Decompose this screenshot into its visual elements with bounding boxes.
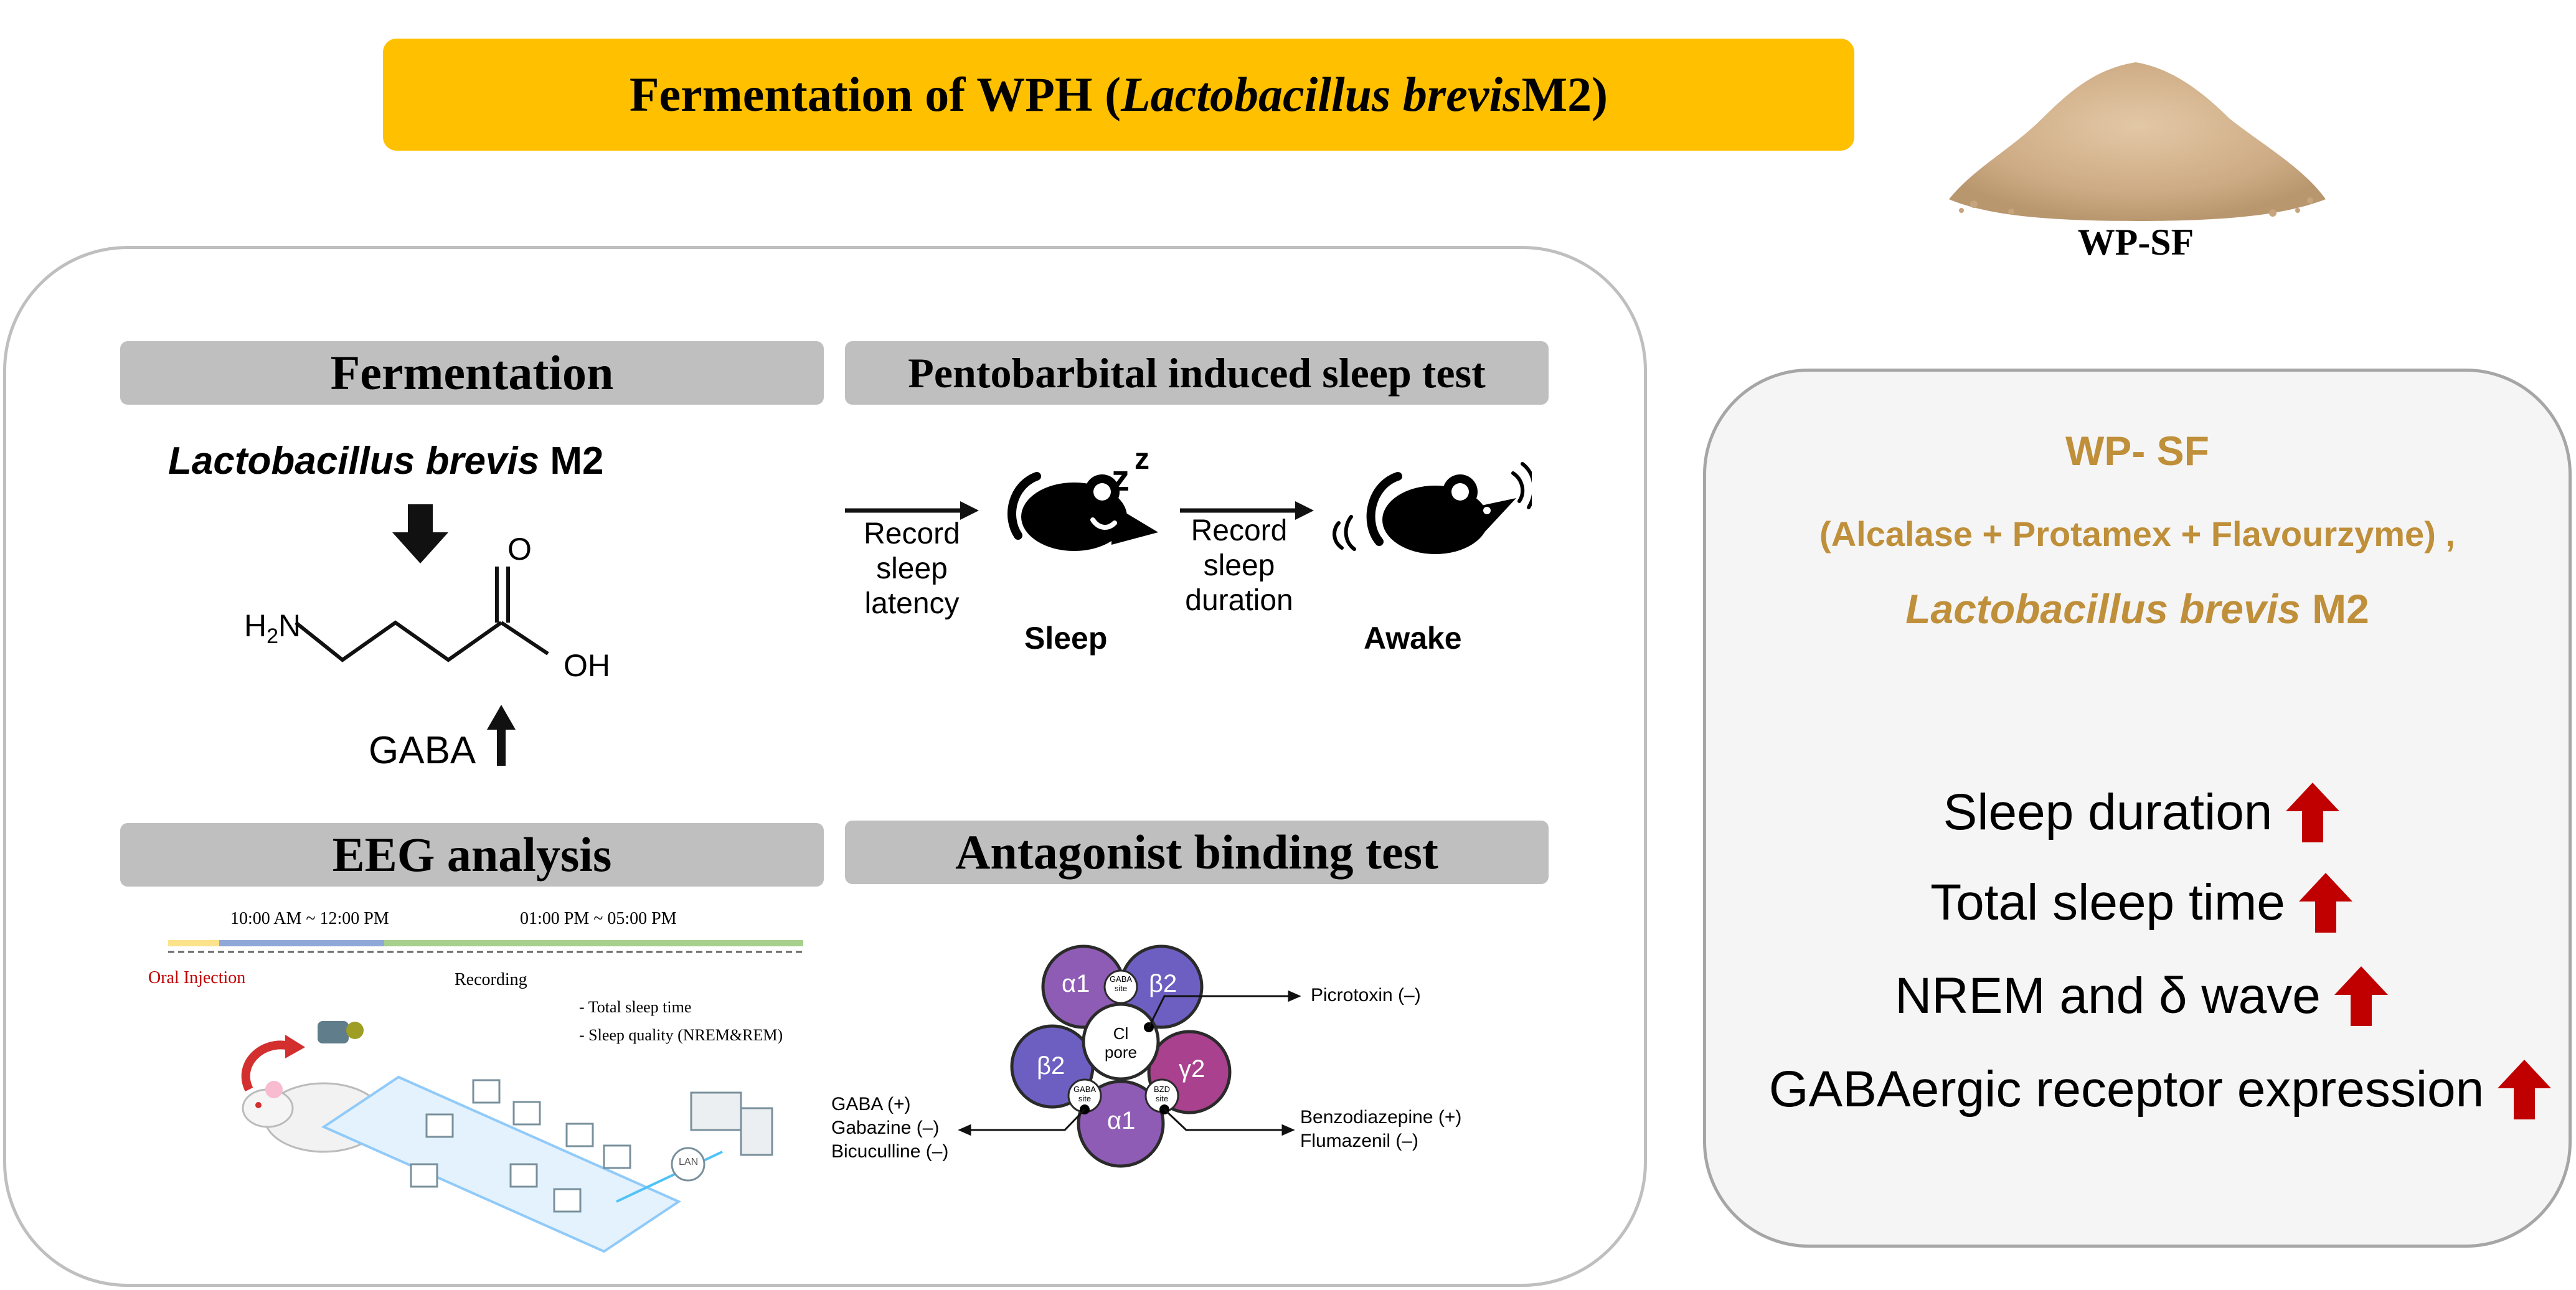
- powder-image: [1949, 62, 2326, 221]
- zzz-1: z: [1111, 458, 1130, 499]
- methods-panel: [3, 246, 1647, 1287]
- subunit-beta2-left: β2: [1037, 1052, 1065, 1080]
- gaba-site-top-l2: site: [1114, 984, 1128, 993]
- increase-arrow-icon: [2498, 1060, 2552, 1119]
- chloride-pore-l1: Cl: [1113, 1024, 1129, 1043]
- effect-nrem-delta-text: NREM and δ wave: [1895, 968, 2321, 1024]
- oral-injection-label: Oral Injection: [148, 968, 246, 987]
- bzd-ligand-2: Flumazenil (–): [1300, 1131, 1419, 1151]
- eeg-timeline: [168, 940, 803, 953]
- picrotoxin-label: Picrotoxin (–): [1311, 985, 1421, 1005]
- chloride-pore: Cl pore: [1102, 1024, 1139, 1062]
- gaba-label: GABA: [369, 729, 476, 772]
- fermentation-organism: Lactobacillus brevis M2: [168, 439, 603, 483]
- subunit-beta2-top: β2: [1149, 970, 1177, 997]
- summary-panel: [1703, 369, 2572, 1248]
- arrow-right-icon: [845, 501, 979, 520]
- summary-organism-italic: Lactobacillus brevis: [1905, 586, 2301, 632]
- eeg-heading: EEG analysis: [120, 823, 824, 887]
- hydroxyl-label: OH: [564, 648, 610, 683]
- bzd-ligand-1: Benzodiazepine (+): [1300, 1107, 1462, 1128]
- gaba-molecule: [295, 567, 549, 662]
- effect-total-sleep-time-text: Total sleep time: [1930, 874, 2285, 931]
- eeg-time-2: 01:00 PM ~ 05:00 PM: [520, 909, 677, 928]
- gaba-ligand-2: Gabazine (–): [831, 1118, 940, 1138]
- subunit-alpha1-bottom: α1: [1107, 1107, 1136, 1134]
- awake-label: Awake: [1364, 621, 1462, 656]
- chloride-pore-l2: pore: [1104, 1043, 1138, 1062]
- bzd-site-l1: BZD: [1154, 1085, 1170, 1094]
- bzd-site: BZD site: [1149, 1085, 1174, 1103]
- lan-label: LAN: [679, 1157, 699, 1167]
- increase-arrow-icon: [2334, 966, 2388, 1026]
- gaba-ligand-3: Bicuculline (–): [831, 1141, 949, 1162]
- title-organism: Lactobacillus brevis: [1121, 67, 1522, 121]
- bzd-site-l2: site: [1155, 1094, 1169, 1103]
- up-arrow-icon: [487, 705, 516, 766]
- record-duration-line1: Record: [1191, 514, 1288, 547]
- fermentation-organism-italic: Lactobacillus brevis: [168, 440, 540, 483]
- title-suffix: M2): [1521, 67, 1608, 121]
- bzd-ligands: Benzodiazepine (+) Flumazenil (–): [1300, 1106, 1461, 1153]
- record-duration-text: Record sleep duration: [1168, 514, 1311, 618]
- record-latency-line1: Record: [864, 517, 960, 550]
- eeg-bullet-1: - Total sleep time: [579, 998, 692, 1016]
- increase-arrow-icon: [2298, 873, 2352, 933]
- eeg-bullet-2: - Sleep quality (NREM&REM): [579, 1026, 783, 1044]
- fermentation-organism-suffix: M2: [539, 440, 604, 483]
- subunit-alpha1-top: α1: [1062, 970, 1090, 997]
- sleeping-mouse-icon: [1007, 472, 1158, 551]
- gaba-site-bottom-l1: GABA: [1073, 1085, 1097, 1094]
- effect-total-sleep-time: Total sleep time: [1737, 872, 2547, 934]
- effect-gabaergic-expression-text: GABAergic receptor expression: [1768, 1061, 2484, 1118]
- gaba-receptor-diagram: [1010, 944, 1232, 1168]
- effect-sleep-duration: Sleep duration: [1737, 781, 2547, 844]
- record-latency-text: Record sleep latency: [845, 517, 979, 621]
- title-banner: Fermentation of WPH (Lactobacillus brevi…: [383, 39, 1854, 151]
- summary-enzymes: (Alcalase + Protamex + Flavourzyme) ,: [1819, 514, 2455, 553]
- increase-arrow-icon: [2286, 783, 2340, 842]
- gaba-ligands: GABA (+) Gabazine (–) Bicuculline (–): [831, 1093, 948, 1164]
- antagonist-heading: Antagonist binding test: [845, 821, 1549, 884]
- summary-organism: Lactobacillus brevis M2: [1703, 585, 2572, 633]
- record-duration-line2: sleep: [1203, 549, 1275, 582]
- record-latency-line2: sleep: [876, 552, 948, 585]
- summary-title: WP- SF: [2065, 428, 2209, 474]
- product-label: WP-SF: [2077, 222, 2194, 263]
- effect-sleep-duration-text: Sleep duration: [1943, 784, 2273, 840]
- amine-label: H2N: [244, 608, 301, 648]
- effect-nrem-delta: NREM and δ wave: [1737, 965, 2547, 1027]
- eeg-setup-illustration: [241, 1021, 773, 1253]
- gaba-site-top-l1: GABA: [1109, 974, 1133, 984]
- gaba-site-bottom: GABA site: [1072, 1085, 1097, 1103]
- gaba-ligand-1: GABA (+): [831, 1094, 911, 1114]
- zzz-2: z: [1135, 443, 1149, 476]
- fermentation-heading: Fermentation: [120, 341, 824, 405]
- recording-label: Recording: [455, 970, 527, 989]
- sleep-label: Sleep: [1024, 621, 1108, 656]
- record-duration-line3: duration: [1185, 584, 1293, 617]
- effect-gabaergic-expression: GABAergic receptor expression: [1756, 1058, 2565, 1121]
- sleep-test-heading: Pentobarbital induced sleep test: [845, 341, 1549, 405]
- arrow-right-icon: [1180, 501, 1314, 520]
- record-latency-line3: latency: [864, 587, 960, 620]
- awake-mouse-icon: [1333, 462, 1532, 554]
- title-prefix: Fermentation of WPH (: [629, 67, 1121, 121]
- eeg-time-1: 10:00 AM ~ 12:00 PM: [230, 909, 389, 928]
- gaba-site-top: GABA site: [1108, 974, 1133, 993]
- down-arrow-icon: [392, 504, 448, 563]
- gaba-site-bottom-l2: site: [1078, 1094, 1092, 1103]
- subunit-gamma2: γ2: [1179, 1055, 1205, 1083]
- ligand-leader-lines: [958, 990, 1301, 1136]
- summary-organism-suffix: M2: [2300, 586, 2369, 632]
- carbonyl-label: O: [507, 532, 532, 567]
